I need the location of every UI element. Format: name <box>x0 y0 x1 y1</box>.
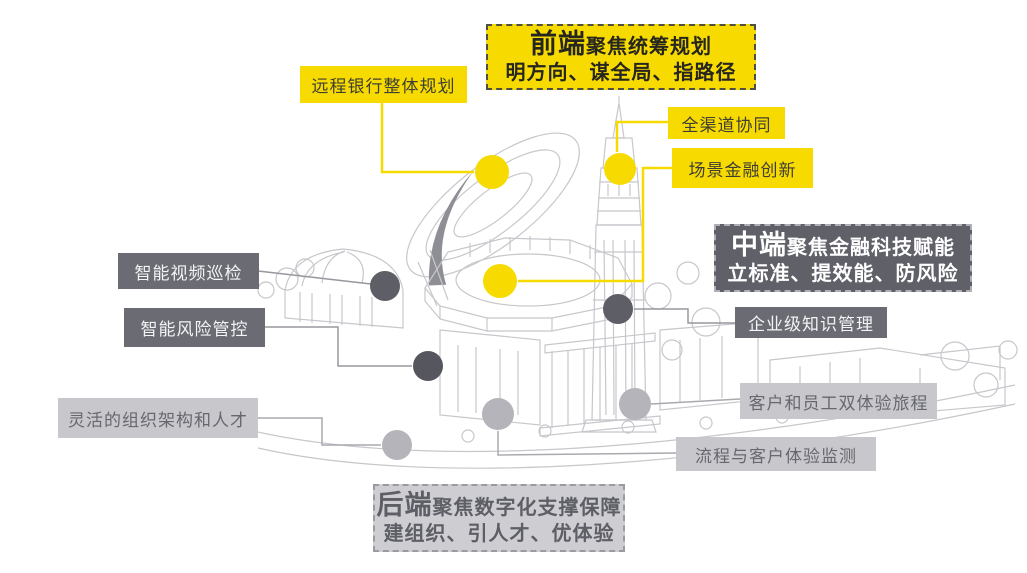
node-dot-right-wing-light <box>619 388 651 420</box>
headline-front-subtitle: 明方向、谋全局、指路径 <box>505 62 737 85</box>
node-dot-tower-mid-dark <box>603 294 633 324</box>
headline-middle-end: 中端聚焦金融科技赋能 立标准、提效能、防风险 <box>714 224 972 292</box>
label-smart-video-inspection: 智能视频巡检 <box>118 253 259 289</box>
connector-scene-finance <box>518 166 672 283</box>
node-dot-road-light <box>382 430 412 460</box>
node-dot-courtyard-yellow <box>483 264 517 298</box>
headline-middle-subtitle: 立标准、提效能、防风险 <box>727 263 959 286</box>
headline-front-end: 前端聚焦统筹规划 明方向、谋全局、指路径 <box>486 24 756 90</box>
node-dot-dome-dark <box>370 271 400 301</box>
node-dots <box>370 153 651 460</box>
connector-journey <box>650 398 741 405</box>
headline-front-title: 前端聚焦统筹规划 <box>530 28 712 62</box>
label-process-experience-monitor: 流程与客户体验监测 <box>676 437 876 471</box>
connector-org-talent <box>258 417 381 446</box>
headline-back-emphasis: 后端 <box>376 489 433 520</box>
label-smart-risk-control: 智能风险管控 <box>124 308 265 347</box>
headline-middle-title: 中端聚焦金融科技赋能 <box>731 229 955 263</box>
connector-knowledge <box>634 308 735 324</box>
node-dot-tower-top-yellow <box>604 153 636 185</box>
headline-front-emphasis: 前端 <box>530 28 586 59</box>
label-scene-finance: 场景金融创新 <box>672 148 813 188</box>
label-customer-employee-journey: 客户和员工双体验旅程 <box>740 383 937 419</box>
label-remote-banking-plan: 远程银行整体规划 <box>300 66 467 103</box>
connector-remote-banking <box>380 103 474 174</box>
connector-omni-channel <box>615 120 668 152</box>
headline-middle-emphasis: 中端 <box>731 229 787 260</box>
node-dot-entrance-dark <box>413 351 443 381</box>
headline-back-end: 后端聚焦数字化支撑保障 建组织、引人才、优体验 <box>373 484 625 552</box>
connector-process-monitor <box>497 431 677 456</box>
label-flexible-org-talent: 灵活的组织架构和人才 <box>58 398 258 438</box>
headline-back-title: 后端聚焦数字化支撑保障 <box>377 489 622 523</box>
connector-lines <box>257 103 741 456</box>
node-dot-plaza-light <box>482 398 514 430</box>
connector-video-inspection <box>257 270 372 285</box>
node-dot-roof-yellow <box>475 155 509 189</box>
label-omni-channel: 全渠道协同 <box>668 107 785 139</box>
label-enterprise-knowledge: 企业级知识管理 <box>735 307 887 338</box>
connector-risk-control <box>262 326 412 367</box>
headline-back-subtitle: 建组织、引人才、优体验 <box>383 523 615 546</box>
